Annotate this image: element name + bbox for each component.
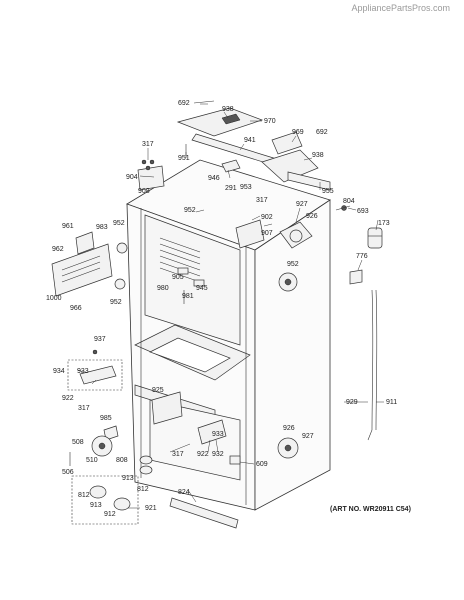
callout-932: 932: [212, 451, 224, 458]
left-parts: [51, 231, 128, 466]
callout-985: 985: [100, 415, 112, 422]
callout-927-top: 927: [296, 201, 308, 208]
callout-693: 693: [357, 208, 369, 215]
callout-911: 911: [386, 399, 397, 406]
callout-980: 980: [157, 285, 169, 292]
callout-922-bottom: 922: [197, 451, 209, 458]
callout-933-left: 933: [77, 368, 89, 375]
center-parts: [71, 219, 299, 529]
callout-927-bottom: 927: [302, 433, 314, 440]
callout-317-top: 317: [142, 141, 154, 148]
callout-922-left: 922: [62, 395, 74, 402]
callout-804: 804: [343, 198, 355, 205]
callout-913-right: 913: [122, 475, 134, 482]
callout-933-center: 933: [212, 431, 224, 438]
callout-934: 934: [53, 368, 65, 375]
callout-953: 953: [240, 184, 252, 191]
callout-952-center: 952: [184, 207, 196, 214]
callout-951: 951: [178, 155, 190, 162]
cabinet-assembly: [126, 159, 331, 511]
leader-lines: [77, 103, 384, 509]
callout-938-top: 938: [222, 106, 234, 113]
callout-173: 173: [378, 220, 390, 227]
callout-946: 946: [208, 175, 220, 182]
callout-945: 945: [196, 285, 208, 292]
callout-929: 929: [346, 399, 358, 406]
callout-938-right: 938: [312, 152, 324, 159]
callout-981: 981: [182, 293, 194, 300]
callout-937: 937: [94, 336, 106, 343]
callout-966: 966: [70, 305, 82, 312]
callout-905: 905: [172, 274, 184, 281]
callout-291: 291: [225, 185, 237, 192]
callout-961: 961: [62, 223, 74, 230]
callout-labels: 692 938 970 317 941 969 692 951 938 904 …: [46, 100, 397, 518]
callout-908: 908: [138, 188, 150, 195]
right-parts: [278, 205, 383, 441]
callout-952-left-bottom: 952: [110, 299, 122, 306]
callout-609: 609: [256, 461, 268, 468]
callout-962: 962: [52, 246, 64, 253]
callout-317-center: 317: [256, 197, 268, 204]
callout-925: 925: [152, 387, 164, 394]
callout-952-left-top: 952: [113, 220, 125, 227]
callout-508: 508: [72, 439, 84, 446]
art-number-label: (ART NO. WR20911 C54): [330, 506, 411, 513]
callout-692-top: 692: [178, 100, 190, 107]
callout-506: 506: [62, 469, 74, 476]
callout-955: 955: [322, 188, 334, 195]
callout-913-left: 913: [90, 502, 102, 509]
callout-904: 904: [126, 174, 138, 181]
callout-812-left: 812: [78, 492, 90, 499]
callout-317-left: 317: [78, 405, 90, 412]
callout-926-top: 926: [306, 213, 318, 220]
callout-926-bottom: 926: [283, 425, 295, 432]
callout-921: 921: [145, 505, 157, 512]
watermark: AppliancePartsPros.com: [351, 3, 450, 13]
callout-983: 983: [96, 224, 108, 231]
callout-808: 808: [116, 457, 128, 464]
callout-969: 969: [292, 129, 304, 136]
callout-1000: 1000: [46, 295, 62, 302]
callout-812-right: 812: [137, 486, 149, 493]
callout-510: 510: [86, 457, 98, 464]
callout-902: 902: [261, 214, 273, 221]
callout-952-right: 952: [287, 261, 299, 268]
callout-970: 970: [264, 118, 276, 125]
callout-317-bottom: 317: [172, 451, 184, 458]
callout-912: 912: [104, 511, 116, 518]
callout-941: 941: [244, 137, 256, 144]
callout-907: 907: [261, 230, 273, 237]
top-parts: [137, 100, 331, 191]
callout-692-right: 692: [316, 129, 328, 136]
callout-776: 776: [356, 253, 368, 260]
callout-824: 824: [178, 489, 190, 496]
